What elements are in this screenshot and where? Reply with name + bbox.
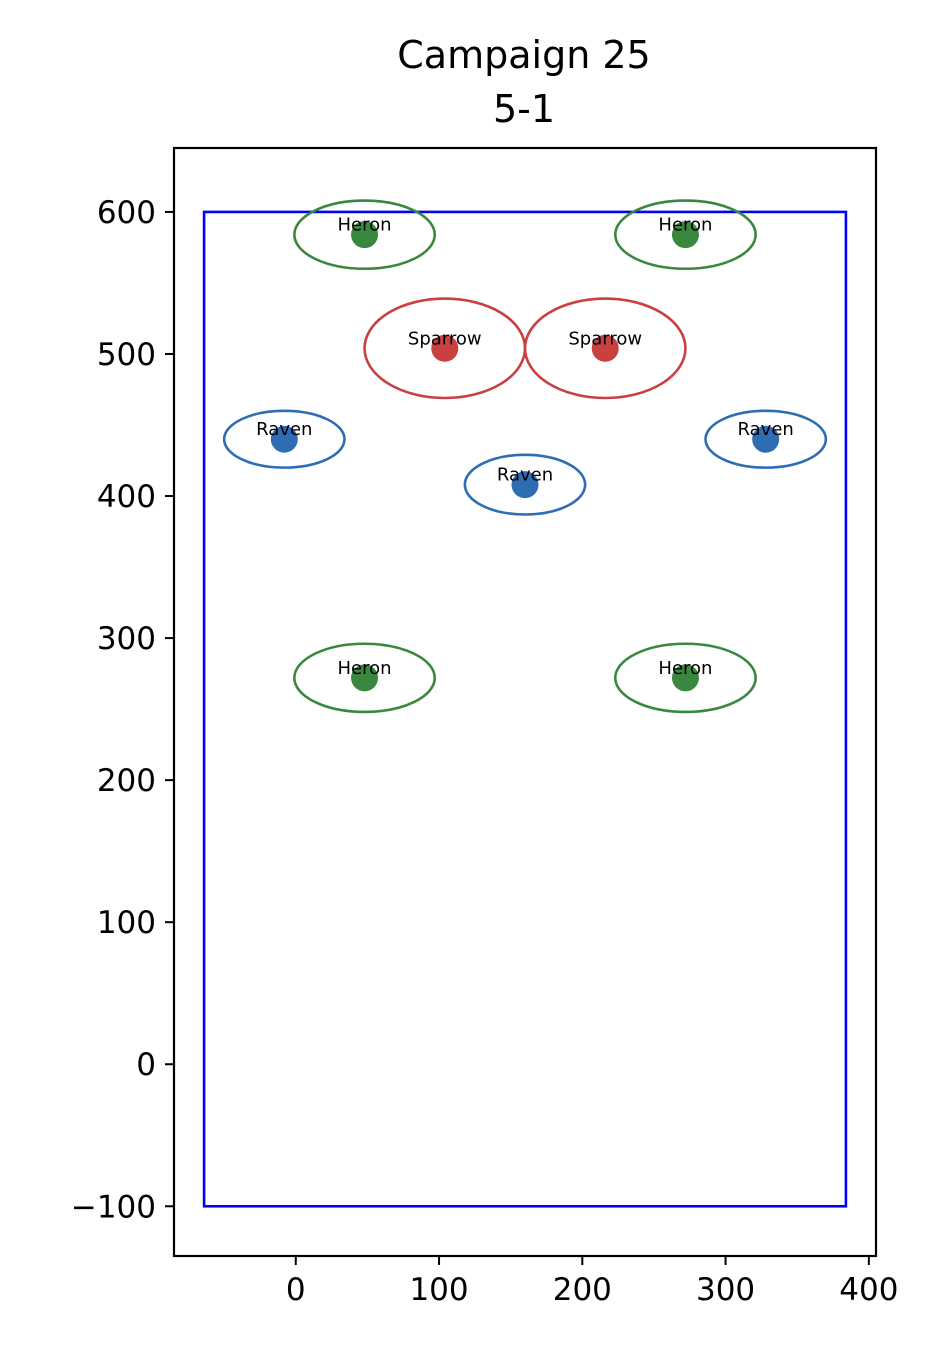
chart-title: Campaign 25: [397, 33, 650, 77]
x-tick-label: 0: [286, 1272, 306, 1308]
unit-label: Raven: [497, 465, 553, 486]
unit-range-ellipse: [523, 297, 687, 400]
unit-label: Heron: [658, 215, 712, 236]
y-tick-label: 500: [97, 337, 156, 373]
y-tick-label: 600: [97, 195, 156, 231]
unit-label: Heron: [338, 658, 392, 679]
unit-label: Heron: [658, 658, 712, 679]
unit-point: [591, 334, 619, 362]
unit-label: Sparrow: [568, 328, 642, 349]
y-tick-label: −100: [71, 1189, 156, 1225]
y-tick-label: 0: [136, 1047, 156, 1083]
unit-label: Raven: [256, 419, 312, 440]
unit-point: [671, 221, 699, 249]
x-tick-label: 100: [409, 1272, 468, 1308]
unit-point: [351, 664, 379, 692]
unit-point: [752, 425, 780, 453]
unit-point: [431, 334, 459, 362]
unit-point: [511, 471, 539, 499]
x-tick-label: 300: [696, 1272, 755, 1308]
y-tick-label: 100: [97, 905, 156, 941]
chart-subtitle: 5-1: [493, 87, 555, 131]
x-tick-label: 400: [839, 1272, 898, 1308]
unit-label: Heron: [338, 215, 392, 236]
unit-range-ellipse: [293, 199, 437, 271]
unit-range-ellipse: [463, 453, 587, 516]
unit-point: [671, 664, 699, 692]
y-tick-label: 300: [97, 621, 156, 657]
boundary-rect: [202, 210, 848, 1208]
axes-frame: [172, 146, 878, 1258]
unit-range-ellipse: [613, 199, 757, 271]
unit-range-ellipse: [293, 642, 437, 714]
y-tick-label: 200: [97, 763, 156, 799]
y-tick-label: 400: [97, 479, 156, 515]
unit-range-ellipse: [222, 409, 346, 469]
unit-label: Sparrow: [408, 328, 482, 349]
unit-point: [270, 425, 298, 453]
unit-point: [351, 221, 379, 249]
unit-label: Raven: [738, 419, 794, 440]
unit-range-ellipse: [613, 642, 757, 714]
unit-range-ellipse: [704, 409, 828, 469]
x-tick-label: 200: [553, 1272, 612, 1308]
